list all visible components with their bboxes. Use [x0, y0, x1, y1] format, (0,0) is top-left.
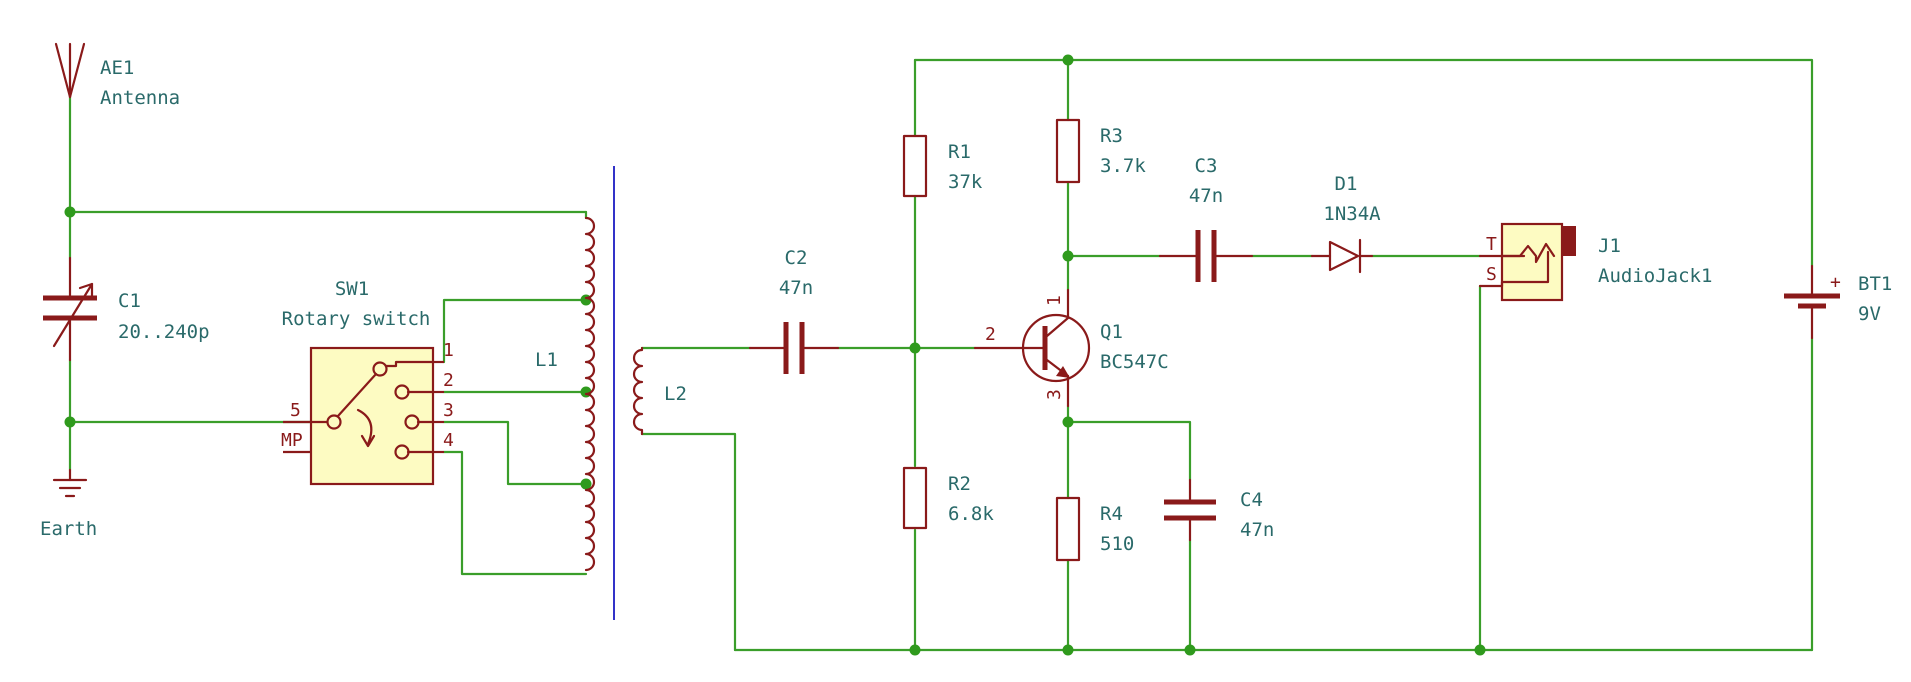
- capacitor-c2[interactable]: C2 47n: [748, 247, 840, 374]
- inductor-l2[interactable]: L2: [632, 346, 687, 436]
- inductor-l1[interactable]: L1: [535, 216, 596, 572]
- l1-ref: L1: [535, 349, 558, 371]
- sw1-pin-5: 5: [290, 400, 301, 421]
- audio-jack-j1[interactable]: T S J1 AudioJack1: [1478, 222, 1712, 302]
- c4-ref: C4: [1240, 489, 1263, 511]
- q1-pin-1: 1: [1044, 295, 1065, 306]
- l2-ref: L2: [664, 383, 687, 405]
- q1-ref: Q1: [1100, 321, 1123, 343]
- c3-value: 47n: [1189, 185, 1223, 207]
- q1-pin-2: 2: [985, 324, 996, 345]
- ae1-value: Antenna: [100, 87, 180, 109]
- antenna-ae1[interactable]: AE1 Antenna: [54, 42, 180, 109]
- junction-dot: [64, 416, 76, 428]
- r3-value: 3.7k: [1100, 155, 1146, 177]
- d1-value: 1N34A: [1323, 203, 1381, 225]
- resistor-r2[interactable]: R2 6.8k: [902, 466, 994, 530]
- sw1-pin-mp: MP: [281, 430, 303, 451]
- ae1-ref: AE1: [100, 57, 134, 79]
- resistor-r3[interactable]: R3 3.7k: [1055, 118, 1146, 184]
- junction-dot: [909, 342, 921, 354]
- junction-dot: [1184, 644, 1196, 656]
- sw1-pin-4: 4: [443, 430, 454, 451]
- capacitor-c3[interactable]: C3 47n: [1158, 155, 1254, 282]
- junctions: [64, 54, 1486, 656]
- j1-pin-s: S: [1486, 264, 1497, 285]
- bt1-value: 9V: [1858, 303, 1881, 325]
- junction-dot: [1062, 644, 1074, 656]
- c2-ref: C2: [785, 247, 808, 269]
- c1-value: 20..240p: [118, 321, 210, 343]
- battery-bt1[interactable]: + BT1 9V: [1784, 264, 1892, 340]
- r4-value: 510: [1100, 533, 1134, 555]
- junction-dot: [1062, 250, 1074, 262]
- c1-ref: C1: [118, 290, 141, 312]
- junction-dot: [1474, 644, 1486, 656]
- wires: [68, 58, 1814, 652]
- j1-value: AudioJack1: [1598, 265, 1712, 287]
- junction-dot: [580, 478, 592, 490]
- r4-ref: R4: [1100, 503, 1123, 525]
- sw1-pin-3: 3: [443, 400, 454, 421]
- rotary-switch-sw1[interactable]: 1 2 3 4 5 MP SW1 Rotary switch: [281, 278, 454, 486]
- bt1-plus: +: [1830, 272, 1841, 293]
- sw1-pin-2: 2: [443, 370, 454, 391]
- earth-symbol[interactable]: Earth: [40, 468, 97, 540]
- r1-value: 37k: [948, 171, 983, 193]
- junction-dot: [64, 206, 76, 218]
- r1-ref: R1: [948, 141, 971, 163]
- q1-value: BC547C: [1100, 351, 1169, 373]
- q1-pin-3: 3: [1044, 389, 1065, 400]
- junction-dot: [1062, 416, 1074, 428]
- c2-value: 47n: [779, 277, 813, 299]
- sw1-pin-1: 1: [443, 340, 454, 361]
- resistor-r4[interactable]: R4 510: [1055, 496, 1134, 562]
- capacitor-c4[interactable]: C4 47n: [1164, 478, 1274, 542]
- earth-label: Earth: [40, 518, 97, 540]
- sw1-value: Rotary switch: [282, 308, 431, 330]
- sw1-ref: SW1: [335, 278, 369, 300]
- j1-ref: J1: [1598, 235, 1621, 257]
- transistor-q1[interactable]: 1 2 3 Q1 BC547C: [973, 288, 1169, 408]
- bt1-ref: BT1: [1858, 273, 1892, 295]
- capacitor-c1[interactable]: C1 20..240p: [43, 256, 210, 362]
- junction-dot: [1062, 54, 1074, 66]
- diode-d1[interactable]: D1 1N34A: [1310, 173, 1381, 274]
- junction-dot: [909, 644, 921, 656]
- r2-ref: R2: [948, 473, 971, 495]
- resistor-r1[interactable]: R1 37k: [902, 134, 983, 198]
- j1-pin-t: T: [1486, 234, 1497, 255]
- r2-value: 6.8k: [948, 503, 994, 525]
- r3-ref: R3: [1100, 125, 1123, 147]
- c4-value: 47n: [1240, 519, 1274, 541]
- d1-ref: D1: [1335, 173, 1358, 195]
- c3-ref: C3: [1195, 155, 1218, 177]
